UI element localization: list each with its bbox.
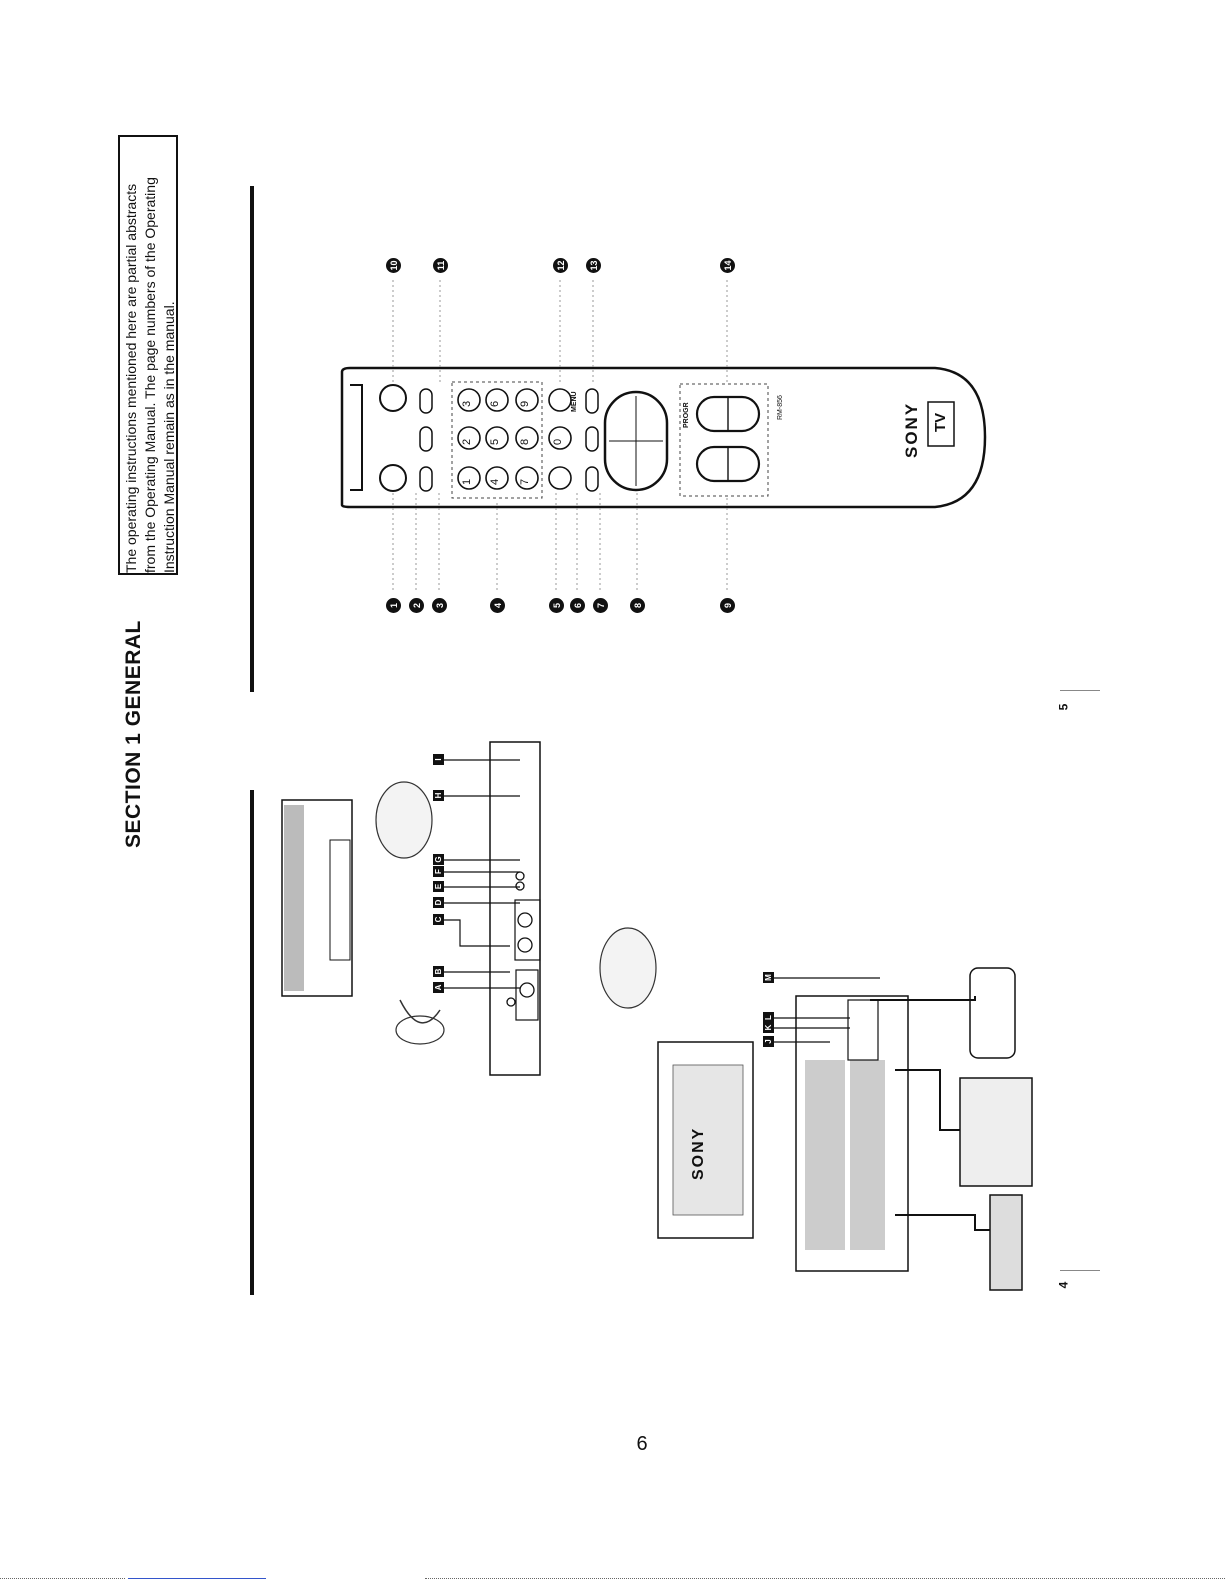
- callout-5: 5: [549, 598, 564, 613]
- conn-label-a: A: [433, 982, 444, 993]
- tv-brand-logo: SONY: [690, 1126, 707, 1180]
- conn-label-d: D: [433, 897, 444, 908]
- key-3: 3: [461, 400, 473, 407]
- conn-label-e: E: [433, 881, 444, 892]
- menu-label: MENU: [571, 391, 578, 412]
- section-bar-top: [250, 186, 254, 692]
- callout-13: 13: [586, 258, 601, 273]
- conn-label-k: K: [763, 1022, 774, 1033]
- conn-label-h: H: [433, 790, 444, 801]
- footer-rule-link: [128, 1578, 266, 1579]
- callout-8: 8: [630, 598, 645, 613]
- page-number: 6: [636, 1433, 648, 1455]
- callout-7: 7: [593, 598, 608, 613]
- key-8: 8: [519, 438, 531, 445]
- key-9: 9: [519, 400, 531, 407]
- key-4: 4: [489, 478, 501, 485]
- key-2: 2: [461, 438, 473, 445]
- conn-label-f: F: [433, 866, 444, 877]
- note-box: The operating instructions mentioned her…: [118, 135, 178, 575]
- callout-3: 3: [432, 598, 447, 613]
- conn-label-c: C: [433, 914, 444, 925]
- conn-label-j: J: [763, 1036, 774, 1047]
- side-rule-top: [1060, 690, 1100, 691]
- callout-2: 2: [409, 598, 424, 613]
- callout-11: 11: [433, 258, 448, 273]
- callout-6: 6: [570, 598, 585, 613]
- footer-rule-left: [0, 1578, 125, 1579]
- side-page-number-5: 5: [1056, 703, 1071, 711]
- conn-label-g: G: [433, 854, 444, 865]
- side-page-number-4: 4: [1056, 1281, 1071, 1289]
- conn-label-m: M: [763, 972, 774, 983]
- key-7: 7: [519, 478, 531, 485]
- callout-9: 9: [720, 598, 735, 613]
- progr-label: PROGR: [683, 402, 690, 428]
- brand-logo: SONY: [902, 401, 921, 458]
- key-5: 5: [489, 438, 501, 445]
- key-1: 1: [461, 478, 473, 485]
- callout-12: 12: [553, 258, 568, 273]
- footer-rule-right: [425, 1578, 1225, 1579]
- callout-10: 10: [386, 258, 401, 273]
- conn-label-i: I: [433, 754, 444, 765]
- callout-1: 1: [386, 598, 401, 613]
- key-6: 6: [489, 400, 501, 407]
- conn-label-l: L: [763, 1012, 774, 1023]
- section-bar-bottom: [250, 790, 254, 1295]
- side-rule-bottom: [1060, 1270, 1100, 1271]
- model-label: RM-856: [777, 395, 784, 420]
- callout-4: 4: [490, 598, 505, 613]
- conn-label-b: B: [433, 966, 444, 977]
- key-0: 0: [552, 438, 564, 445]
- tv-label: TV: [932, 412, 949, 432]
- callout-14: 14: [720, 258, 735, 273]
